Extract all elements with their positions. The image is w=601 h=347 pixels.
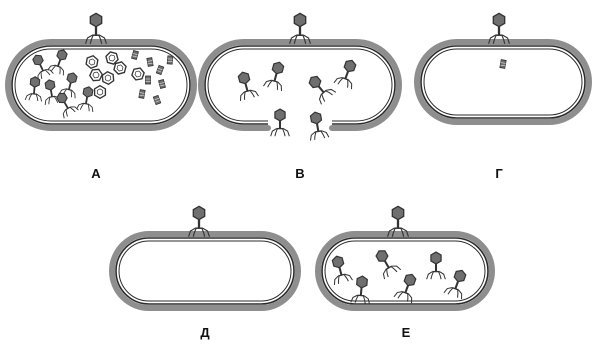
dna-fragment-icon	[139, 90, 145, 99]
panel-label-d: Д	[190, 325, 220, 340]
phage-icon	[334, 57, 361, 89]
phage-head	[310, 111, 322, 124]
phage-icon	[306, 111, 329, 141]
cell-membrane-inner	[424, 49, 582, 115]
phage-head	[272, 61, 285, 75]
phage-icon	[233, 70, 258, 101]
phage-tail	[361, 288, 362, 296]
dna-fragment-icon	[146, 76, 151, 84]
cell-panel-b	[201, 42, 399, 128]
phage-baseplate	[244, 90, 251, 92]
cell-panel-g	[417, 42, 589, 122]
phage-head	[238, 71, 251, 85]
phage-baseplate	[271, 80, 278, 82]
phage-head	[392, 206, 403, 219]
phage-tail	[51, 90, 52, 97]
phage-head	[193, 206, 204, 219]
phage-icon	[263, 60, 288, 91]
cell-panel-d	[112, 234, 298, 308]
phage-head	[493, 13, 504, 26]
phage-head	[431, 252, 441, 264]
phage-leg	[317, 95, 326, 105]
cell-membrane-outer	[205, 46, 395, 124]
phage-tail	[345, 72, 348, 79]
panel-label-a: А	[81, 166, 111, 181]
phage-head	[343, 59, 357, 74]
panel-label-e: Е	[391, 325, 421, 340]
dna-fragment-icon	[500, 60, 506, 69]
phage-leg	[326, 86, 335, 96]
phage-head	[275, 109, 285, 121]
dna-body	[146, 76, 151, 84]
dna-body	[167, 56, 173, 64]
capsid-icon	[95, 86, 106, 99]
cell-membrane-inner	[119, 241, 291, 301]
phage-tail	[246, 84, 248, 91]
phage-tail	[319, 87, 324, 93]
dna-body	[147, 58, 153, 67]
panel-label-b: В	[285, 166, 315, 181]
phage-tail	[317, 124, 318, 132]
phage-tail	[274, 74, 276, 81]
phage-tail	[34, 87, 35, 94]
cell-wall	[201, 42, 399, 128]
dna-fragment-icon	[147, 58, 153, 67]
panel-label-g: Г	[484, 166, 514, 181]
phage-icon	[271, 109, 290, 136]
phage-tail	[86, 97, 87, 104]
phage-icon	[304, 71, 336, 104]
cell-panel-e	[318, 234, 492, 308]
dna-body	[500, 60, 506, 69]
dna-fragment-icon	[167, 56, 173, 64]
phage-head	[294, 13, 305, 26]
dna-body	[139, 90, 145, 99]
phage-leg	[346, 80, 354, 89]
capsid-outline	[95, 86, 106, 99]
phage-head	[90, 13, 101, 26]
cell-membrane-inner	[208, 49, 392, 121]
